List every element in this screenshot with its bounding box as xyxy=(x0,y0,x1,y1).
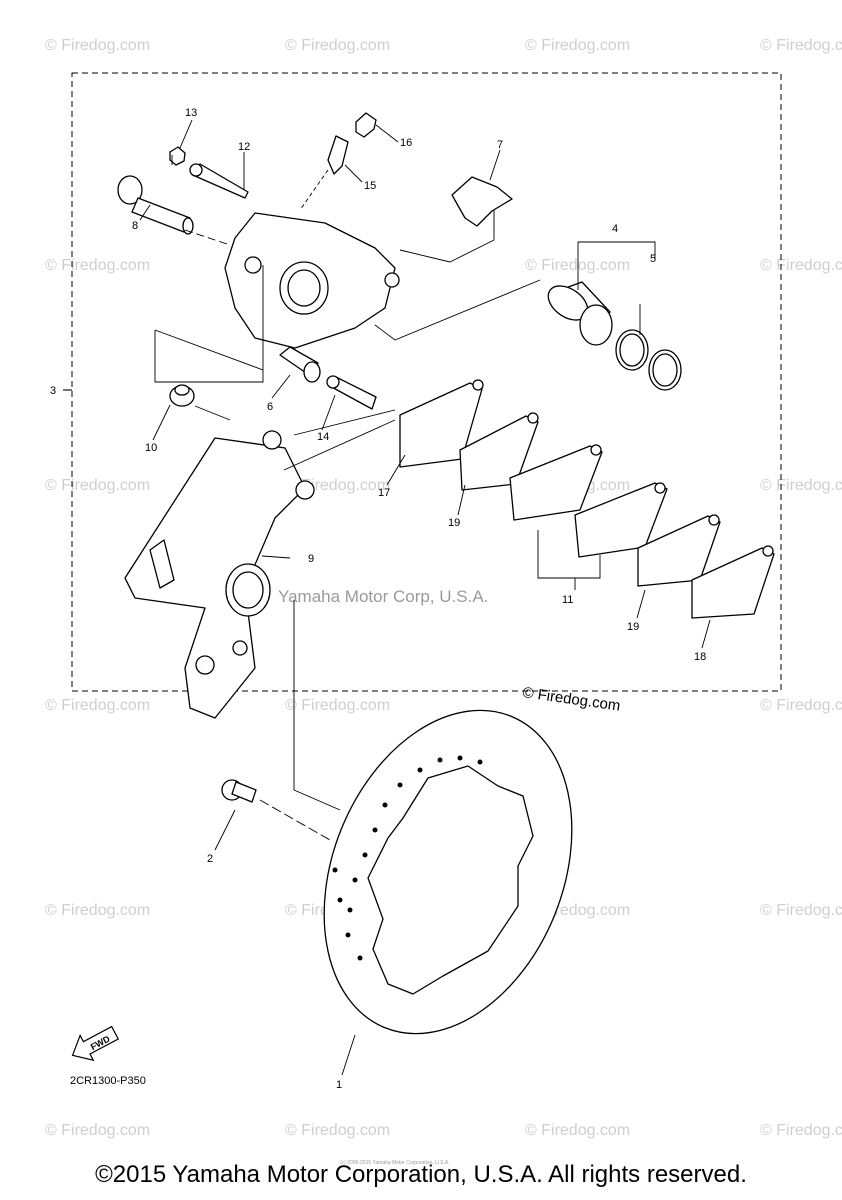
part-9-bracket xyxy=(124,430,315,719)
part-18-shim xyxy=(691,545,775,619)
callout-10: 10 xyxy=(145,442,157,454)
part-11-pad-a xyxy=(509,444,603,521)
callout-6: 6 xyxy=(267,401,273,413)
watermark-text: © Firedog.com xyxy=(760,257,842,274)
watermark-text: © Firedog.com xyxy=(525,37,630,54)
watermark-firedog-dark: © Firedog.com xyxy=(521,684,621,715)
watermark-text: © Firedog.com xyxy=(45,257,150,274)
callout-18: 18 xyxy=(694,651,706,663)
callout-17: 17 xyxy=(378,487,390,499)
watermark-text: © Firedog.com xyxy=(760,697,842,714)
callout-7: 7 xyxy=(497,139,503,151)
part-12-pin xyxy=(189,163,249,199)
callout-9: 9 xyxy=(308,553,314,565)
part-14-pin xyxy=(326,375,377,410)
watermark-text: © Firedog.com xyxy=(760,902,842,919)
copyright-footer: ©2015 Yamaha Motor Corporation, U.S.A. A… xyxy=(95,1161,747,1188)
callout-5: 5 xyxy=(650,253,656,265)
watermark-text: © Firedog.com xyxy=(760,37,842,54)
callout-14: 14 xyxy=(317,431,329,443)
part-19-shim-b xyxy=(637,514,721,587)
part-4-piston xyxy=(547,281,613,346)
callout-1: 1 xyxy=(336,1079,342,1091)
callout-4: 4 xyxy=(612,223,618,235)
watermark-text: © Firedog.com xyxy=(45,902,150,919)
fine-print: (c) 2005-2015 Yamaha Motor Corporation, … xyxy=(340,1160,450,1166)
callout-16: 16 xyxy=(400,137,412,149)
part-5-seals xyxy=(615,329,682,391)
part-10-boot xyxy=(169,384,195,407)
callout-19b: 19 xyxy=(627,621,639,633)
callout-19a: 19 xyxy=(448,517,460,529)
part-15-bleed-screw xyxy=(299,135,349,211)
callout-8: 8 xyxy=(132,220,138,232)
callout-11: 11 xyxy=(562,594,573,606)
part-8-caliper-bolt xyxy=(117,175,194,235)
watermark-text: © Firedog.com xyxy=(45,1122,150,1139)
part-17-shim xyxy=(399,379,484,468)
callout-3: 3 xyxy=(50,385,56,397)
assembly-boundary xyxy=(71,72,782,692)
callout-15: 15 xyxy=(364,180,376,192)
part-7-pad-clip xyxy=(399,176,513,263)
watermark-text: © Firedog.com xyxy=(525,1122,630,1139)
watermark-text: © Firedog.com xyxy=(760,477,842,494)
part-2-disc-bolt xyxy=(221,779,257,803)
part-11-pad-b xyxy=(574,482,668,558)
watermark-yamaha: Yamaha Motor Corp, U.S.A. xyxy=(278,587,488,606)
part-1-brake-disc xyxy=(323,709,573,1035)
callout-13: 13 xyxy=(185,107,197,119)
watermark-text: © Firedog.com xyxy=(45,477,150,494)
callout-labels: 13 12 16 15 7 8 4 5 3 6 14 10 17 19 9 11… xyxy=(50,107,706,1091)
reference-lines xyxy=(139,119,711,1076)
callout-2: 2 xyxy=(207,853,213,865)
watermark-text: © Firedog.com xyxy=(45,697,150,714)
part-16-bleed-cap xyxy=(355,112,377,138)
watermark-text: © Firedog.com xyxy=(760,1122,842,1139)
callout-12: 12 xyxy=(238,141,250,153)
watermark-text: © Firedog.com xyxy=(285,37,390,54)
watermark-text: © Firedog.com xyxy=(285,1122,390,1139)
watermark-text: © Firedog.com xyxy=(45,37,150,54)
part-6-sleeve xyxy=(279,346,321,383)
part-19-shim-a xyxy=(459,412,539,491)
part-13-cap xyxy=(169,146,186,166)
fwd-arrow-icon: FWD xyxy=(71,1025,120,1062)
watermark-layer: © Firedog.com © Firedog.com © Firedog.co… xyxy=(45,37,842,1139)
watermark-text: © Firedog.com xyxy=(285,697,390,714)
caliper-body xyxy=(224,212,400,349)
diagram-code: 2CR1300-P350 xyxy=(70,1075,146,1087)
